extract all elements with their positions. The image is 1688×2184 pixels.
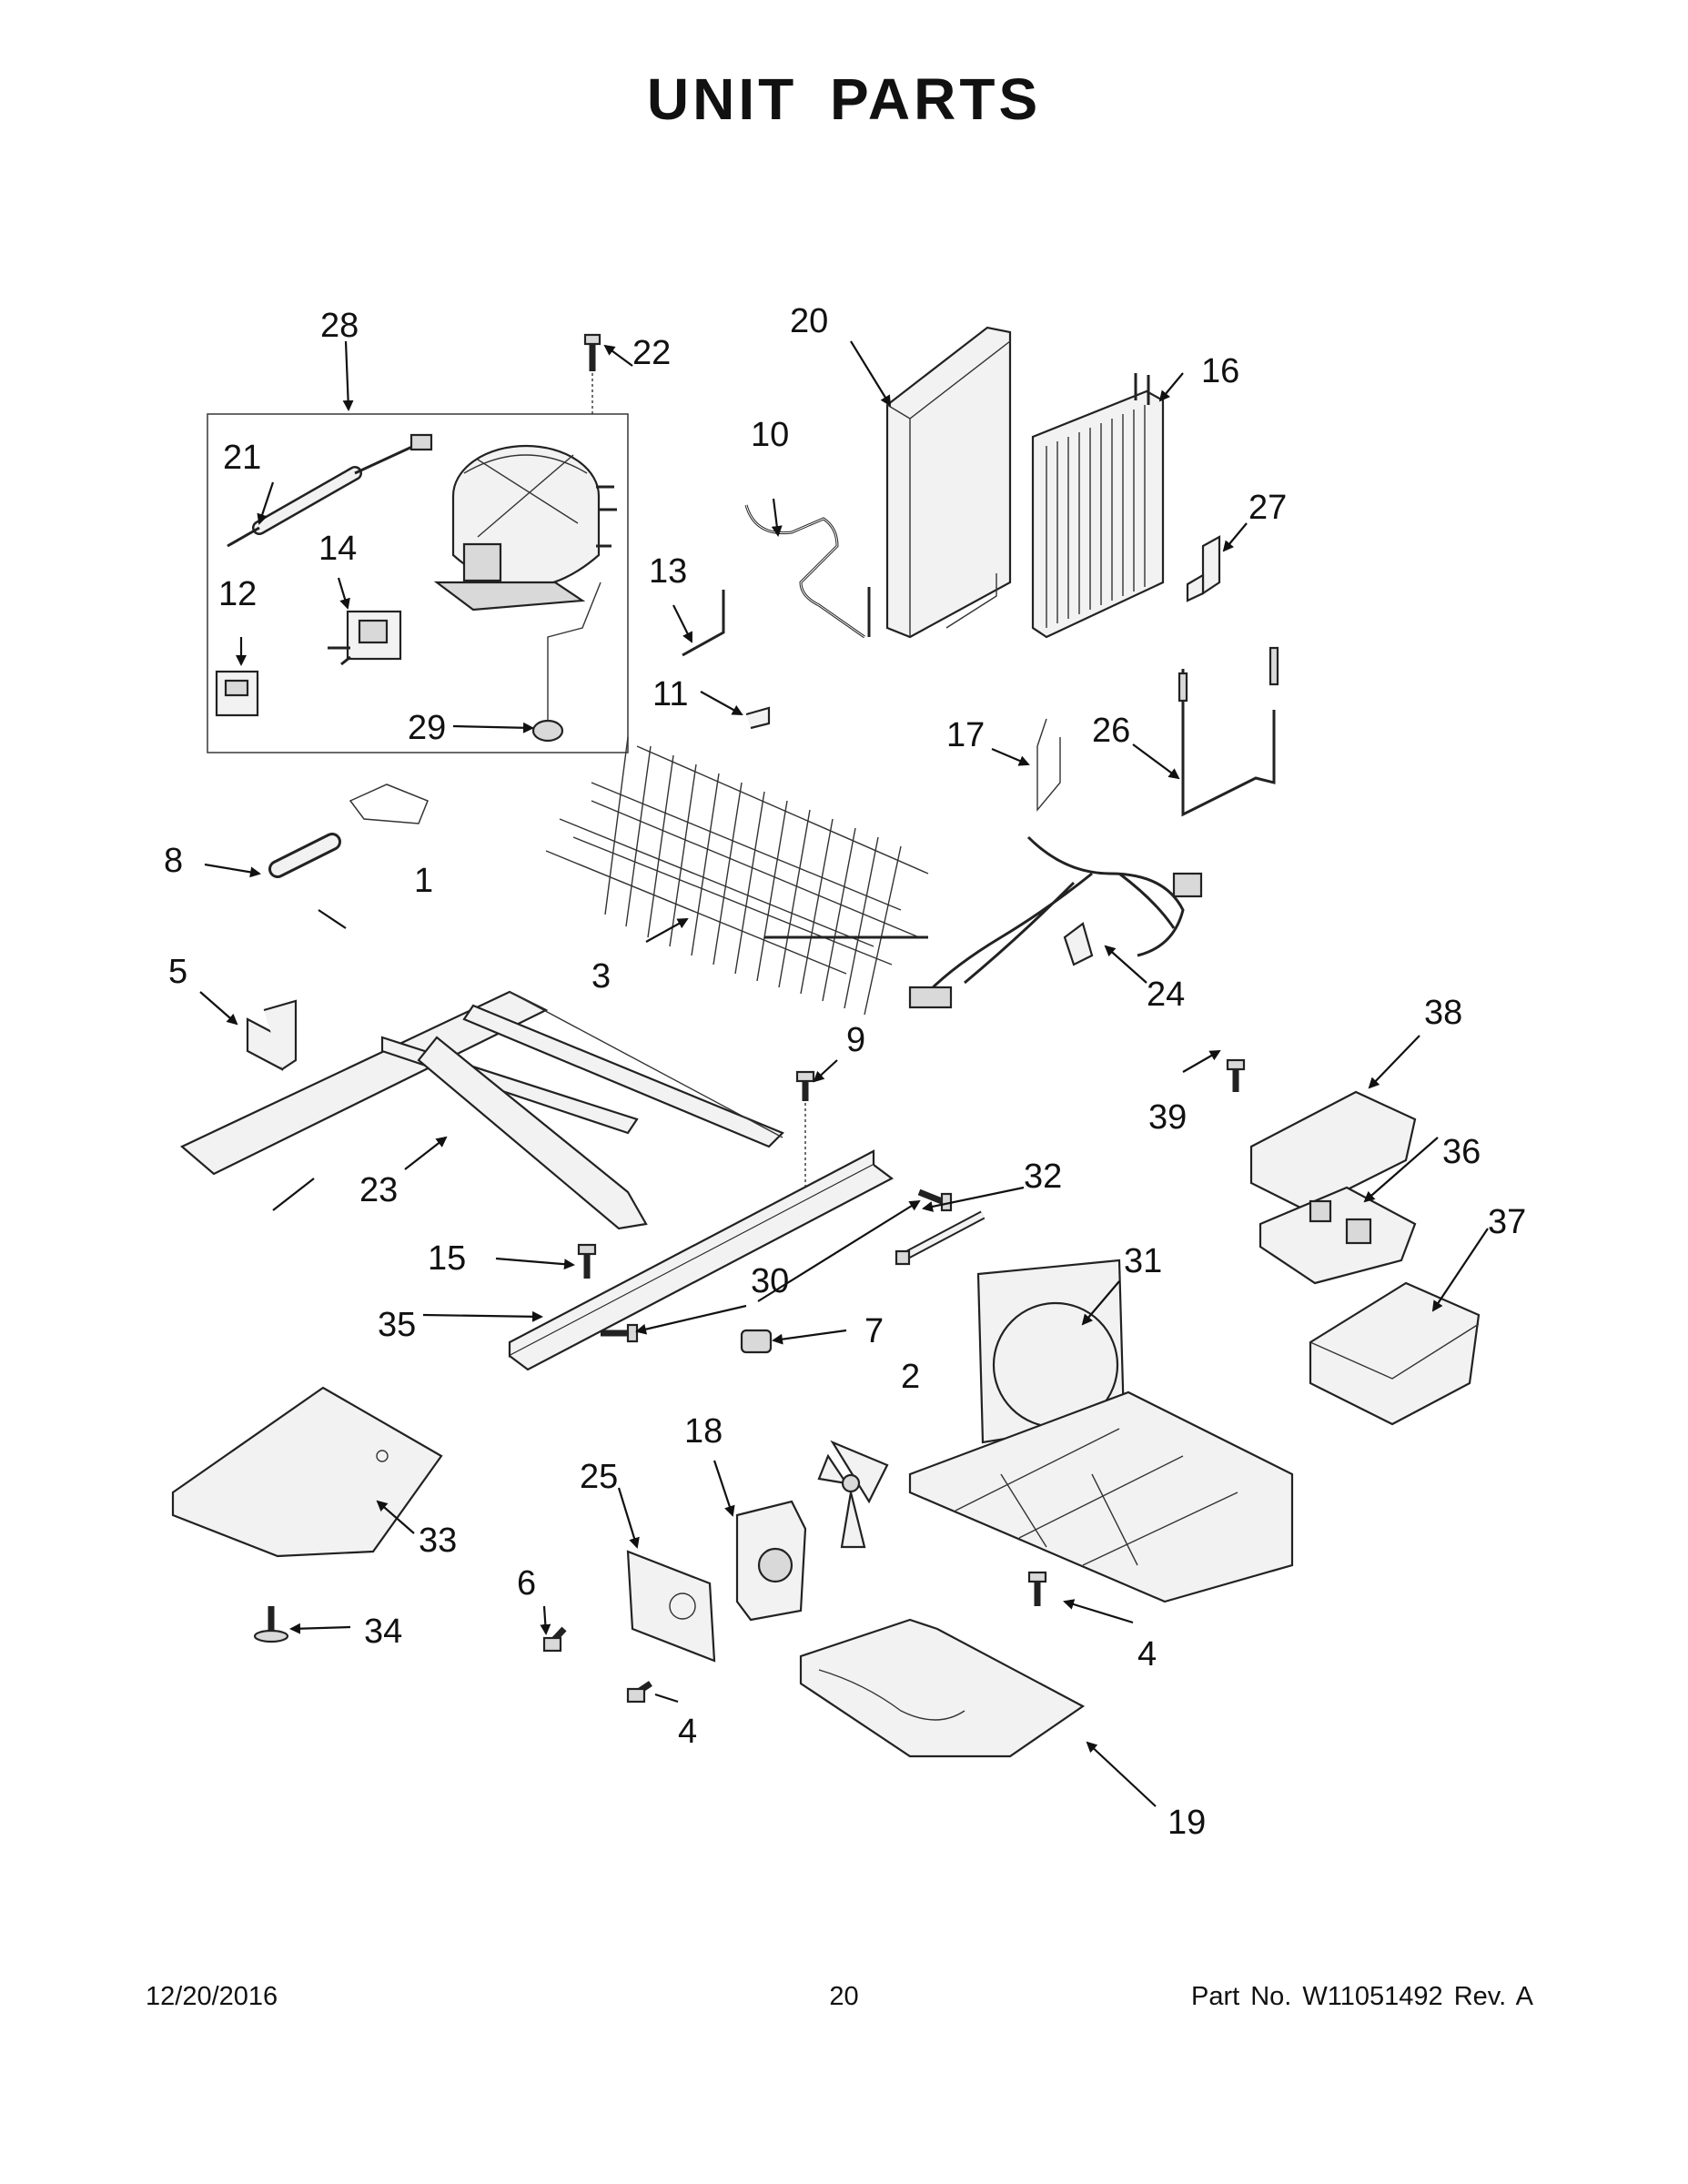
compressor-assembly-group [207,413,629,753]
evaporator-cover [885,326,1012,639]
condenser [545,736,929,1016]
grommet [531,719,564,743]
callout-3: 3 [591,957,611,996]
callout-27: 27 [1248,489,1287,527]
callout-25: 25 [580,1458,618,1496]
shield-1 [349,784,429,824]
callout-31: 31 [1124,1242,1162,1280]
cover-33 [171,1386,443,1558]
callout-23: 23 [359,1171,398,1209]
screw-4-right [1027,1571,1047,1606]
callout-4-lower: 4 [678,1713,697,1751]
drain-pan [799,1618,1086,1758]
footer-date: 12/20/2016 [146,1982,278,2011]
wire-harness [908,835,1203,1009]
callout-14: 14 [318,530,357,568]
callout-17: 17 [946,716,985,754]
callout-39: 39 [1148,1098,1187,1137]
callout-13: 13 [649,552,687,591]
evaporator [1031,373,1165,639]
callout-1: 1 [414,862,433,900]
callout-8: 8 [164,842,183,880]
control-board [1258,1186,1417,1285]
callout-7: 7 [864,1312,884,1350]
callout-34: 34 [364,1613,402,1651]
frame-rails [179,990,784,1230]
callout-12: 12 [218,575,257,613]
bracket [1186,535,1221,602]
screw-6 [542,1626,567,1653]
drain-tube [744,504,871,639]
callout-19: 19 [1167,1804,1206,1842]
grommet-7 [740,1329,773,1354]
fan-motor [735,1500,807,1622]
callout-9: 9 [846,1021,865,1059]
callout-16: 16 [1201,352,1239,390]
callout-4-right: 4 [1137,1635,1157,1673]
fan-blade [817,1440,889,1549]
leader-lines [199,340,1489,1807]
callout-30: 30 [751,1262,789,1300]
callout-5: 5 [168,953,187,991]
callout-labels: 1 2 3 4 4 5 6 7 8 9 10 11 12 13 14 15 16… [164,302,1526,1842]
screw-4-lower [626,1681,652,1704]
callout-18: 18 [684,1412,723,1451]
clip-17 [1036,718,1061,812]
control-box [1309,1281,1481,1426]
screw-34 [253,1606,289,1643]
callout-38: 38 [1424,994,1462,1032]
control-cover [1249,1090,1417,1212]
tie-32 [895,1210,986,1266]
support-rail [508,1149,895,1371]
capacitor [215,670,259,717]
screw-39 [1226,1058,1246,1092]
drier [227,433,433,548]
callout-36: 36 [1442,1133,1481,1171]
callout-26: 26 [1092,712,1130,750]
tube-11 [745,706,771,730]
compressor [433,444,617,612]
callout-33: 33 [419,1522,457,1560]
screw-22 [583,333,601,414]
callout-21: 21 [223,439,261,477]
bracket-5 [246,999,298,1071]
callout-32: 32 [1024,1158,1062,1196]
footer-page-number: 20 [829,1982,859,2011]
footer-part-number: Part No. W11051492 Rev. A [1190,1982,1533,2011]
page-title: UNIT PARTS [646,66,1042,132]
screw-9 [795,1070,815,1192]
callout-11: 11 [652,675,688,713]
tube-13 [682,590,725,657]
callout-22: 22 [632,334,671,372]
callout-2: 2 [901,1358,920,1396]
fuse-8 [268,833,341,878]
callout-24: 24 [1147,976,1185,1014]
callout-28: 28 [320,307,359,345]
callout-20: 20 [790,302,828,340]
motor-bracket [626,1550,716,1663]
callout-15: 15 [428,1239,466,1278]
callout-6: 6 [517,1564,536,1603]
callout-37: 37 [1488,1203,1526,1241]
callout-35: 35 [378,1306,416,1344]
tube-26 [1178,646,1279,817]
callout-10: 10 [751,416,789,454]
screw-15 [577,1243,597,1279]
fan-shroud [908,1259,1294,1603]
callout-29: 29 [408,709,446,747]
relay [328,610,402,666]
